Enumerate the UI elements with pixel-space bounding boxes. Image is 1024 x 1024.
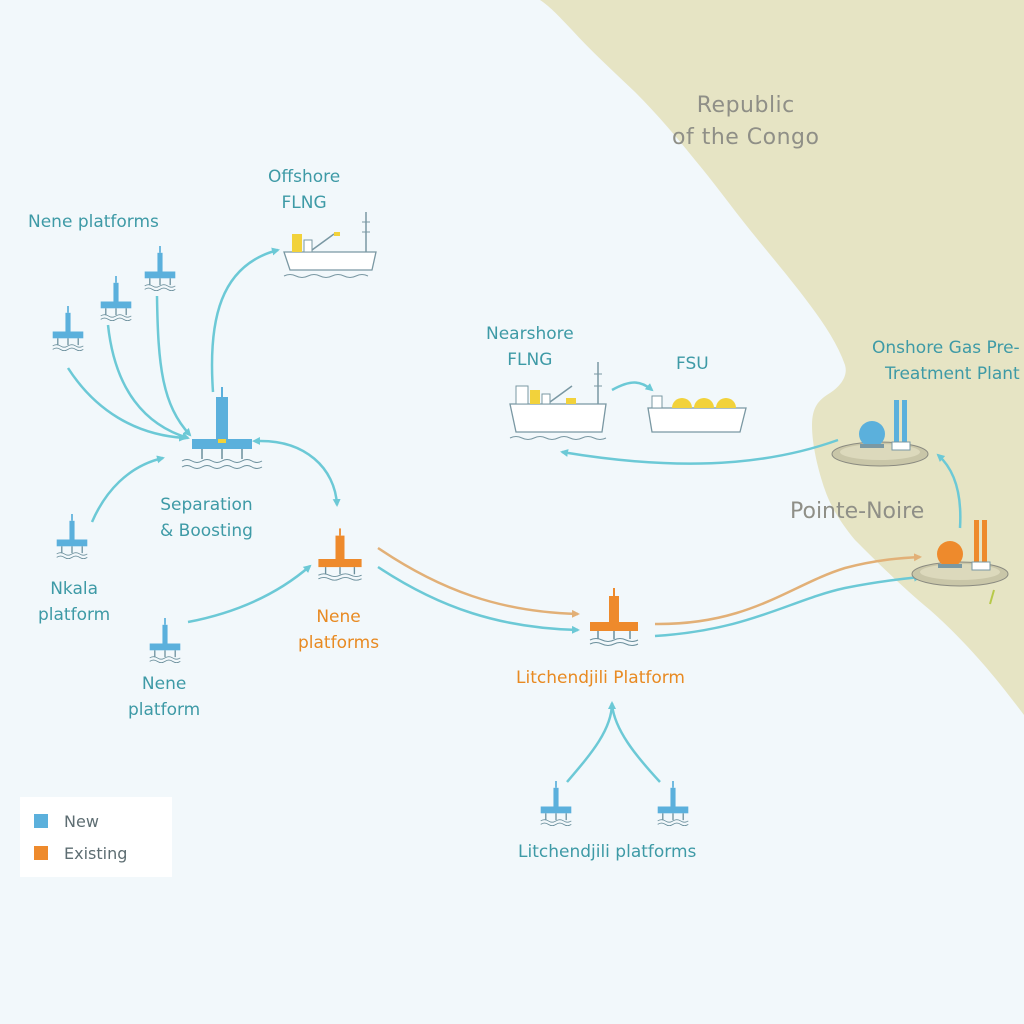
label-nearshore-flng: Nearshore FLNG bbox=[486, 324, 574, 370]
platform-litchendjili-left-icon bbox=[539, 780, 573, 827]
label-nene-platform-bottom: Nene platform bbox=[128, 674, 201, 720]
label-fsu: FSU bbox=[676, 354, 709, 374]
fsu-vessel-icon bbox=[647, 395, 747, 433]
legend-label-new: New bbox=[64, 811, 99, 831]
flow-separation-nene-existing bbox=[252, 436, 341, 507]
land-republic-of-the-congo bbox=[540, 0, 1024, 715]
platform-nene-bottom-icon bbox=[148, 617, 182, 664]
label-nene-platforms-top: Nene platforms bbox=[28, 212, 159, 232]
flow-nene-left-to-separation bbox=[66, 367, 187, 442]
label-litchendjili-platforms: Litchendjili platforms bbox=[518, 842, 697, 862]
platform-litchendjili-right-icon bbox=[656, 780, 690, 827]
flow-nene-right-to-separation bbox=[155, 295, 192, 437]
platform-nkala-icon bbox=[55, 513, 89, 560]
offshore-flng-vessel-icon bbox=[283, 212, 377, 278]
legend-item-existing: Existing bbox=[34, 843, 127, 863]
legend-swatch-new bbox=[34, 814, 48, 828]
label-country: Republic of the Congo bbox=[672, 93, 820, 150]
flow-onshore-plant-link bbox=[936, 453, 962, 529]
label-nene-platforms-existing: Nene platforms bbox=[298, 607, 380, 653]
label-offshore-flng: Offshore FLNG bbox=[268, 167, 341, 213]
flow-litchendjili-platforms-to-platform bbox=[566, 701, 616, 783]
flow-separation-to-offshore-flng bbox=[210, 247, 280, 393]
flow-nkala-to-separation bbox=[90, 455, 165, 523]
onshore-plant-new-icon bbox=[831, 400, 929, 467]
platform-nene-right-icon bbox=[143, 245, 177, 292]
existing-flow-arrows bbox=[377, 546, 922, 626]
legend: New Existing bbox=[20, 797, 172, 877]
flow-nene-bottom-to-nene-existing bbox=[187, 564, 312, 624]
new-flow-arrows bbox=[66, 247, 962, 783]
nearshore-flng-vessel-icon bbox=[509, 362, 607, 440]
platform-nene-left-icon bbox=[51, 305, 85, 352]
platform-nene-existing-icon bbox=[317, 527, 363, 582]
label-litchendjili-platform: Litchendjili Platform bbox=[516, 668, 685, 688]
label-pointe-noire: Pointe-Noire bbox=[790, 499, 925, 524]
flow-nene-mid-to-separation bbox=[106, 324, 190, 441]
onshore-plant-existing-icon bbox=[911, 520, 1009, 587]
legend-item-new: New bbox=[34, 811, 99, 831]
label-onshore-plant: Onshore Gas Pre- Treatment Plant bbox=[872, 338, 1020, 384]
flow-onshore-to-nearshore-flng bbox=[560, 438, 839, 465]
separation-boosting-platform-icon bbox=[181, 387, 263, 469]
legend-label-existing: Existing bbox=[64, 843, 128, 863]
flow-litchendjili-right-to-platform bbox=[610, 704, 661, 783]
legend-swatch-existing bbox=[34, 846, 48, 860]
flow-existing-litchendjili-to-onshore bbox=[654, 553, 922, 626]
flow-litchendjili-to-onshore bbox=[654, 573, 922, 638]
platform-litchendjili-existing-icon bbox=[589, 587, 639, 647]
shoreline-mark bbox=[989, 589, 995, 605]
flow-nearshore-flng-to-fsu bbox=[611, 381, 654, 392]
flow-nene-existing-to-litchendjili bbox=[377, 565, 580, 634]
platform-nene-mid-icon bbox=[99, 275, 133, 322]
label-separation-boosting: Separation & Boosting bbox=[160, 495, 253, 541]
label-nkala-platform: Nkala platform bbox=[38, 579, 111, 625]
flow-existing-nene-to-litchendjili bbox=[377, 546, 580, 618]
